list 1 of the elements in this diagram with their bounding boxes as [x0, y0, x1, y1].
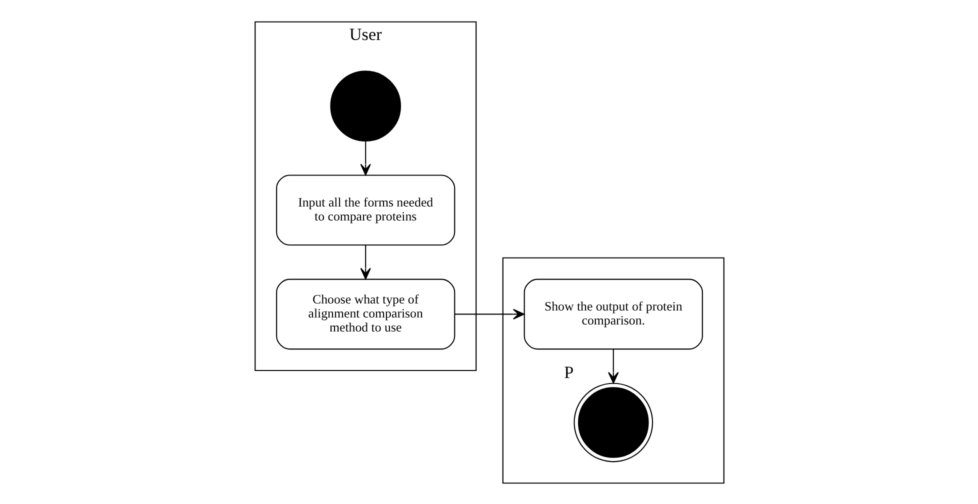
node-label: P — [564, 362, 574, 382]
